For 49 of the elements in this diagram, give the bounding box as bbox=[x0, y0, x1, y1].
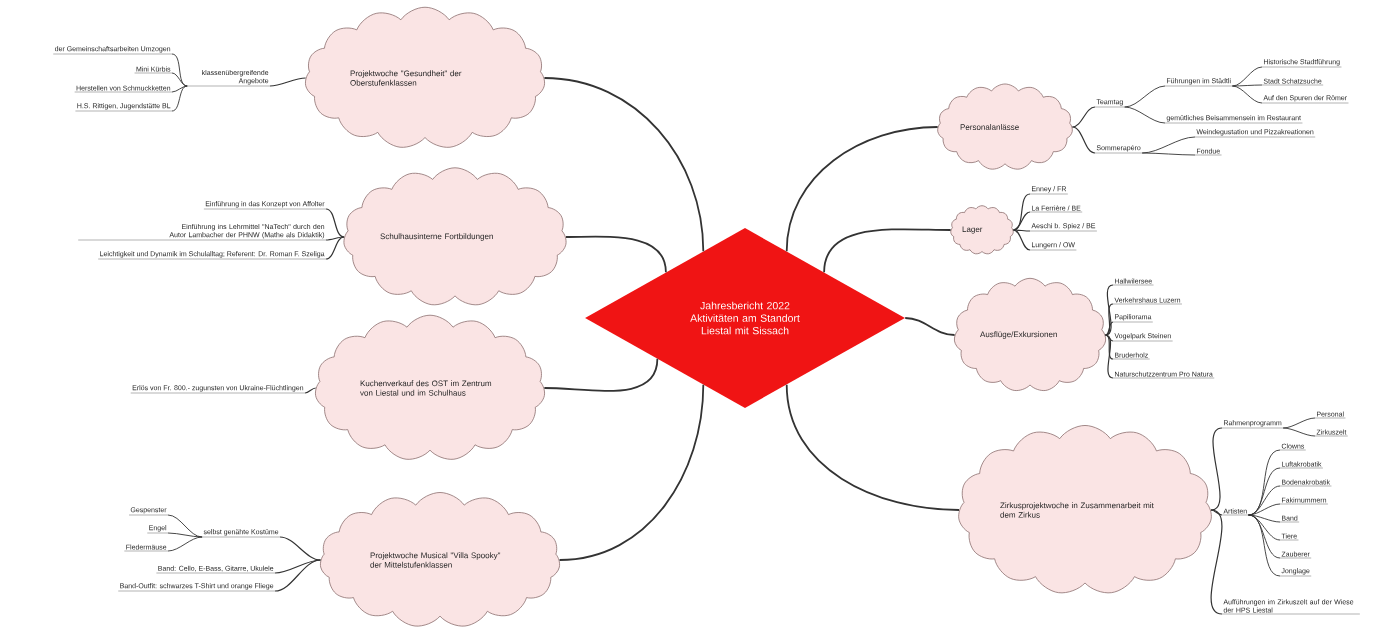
branch-line bbox=[274, 559, 322, 592]
branch-line bbox=[565, 235, 667, 274]
branch-line bbox=[1231, 84, 1263, 87]
branch-line bbox=[1104, 303, 1114, 336]
topic-cloud: Lager bbox=[950, 205, 1014, 255]
branch-line bbox=[1210, 509, 1223, 615]
topic-cloud: Kuchenverkauf des OST im Zentrum von Liestal und im Schulhaus bbox=[315, 314, 545, 460]
branch-line bbox=[167, 532, 203, 538]
branch-line bbox=[1124, 85, 1166, 108]
branch-line bbox=[1282, 427, 1316, 437]
branch-line bbox=[543, 357, 659, 392]
branch-line bbox=[325, 208, 345, 238]
branch-line bbox=[1012, 229, 1031, 232]
topic-cloud: Projektwoche Musical "Villa Spooky" der Mittelstufenklassen bbox=[320, 492, 560, 627]
topic-cloud: Projektwoche "Gesundheit" der Oberstufenklassen bbox=[305, 6, 545, 148]
branch-line bbox=[785, 383, 960, 511]
branch-line bbox=[1248, 514, 1281, 523]
branch-line bbox=[1104, 334, 1114, 379]
branch-line bbox=[1071, 126, 1096, 154]
topic-cloud: Schulhausinterne Fortbildungen bbox=[343, 167, 567, 306]
branch-line bbox=[785, 126, 939, 253]
branch-line bbox=[167, 536, 203, 552]
branch-line bbox=[269, 77, 307, 87]
branch-line bbox=[1104, 284, 1114, 336]
branch-line bbox=[279, 536, 322, 561]
branch-line bbox=[1104, 334, 1114, 360]
branch-line bbox=[1231, 85, 1263, 104]
branch-line bbox=[1248, 503, 1281, 516]
topic-cloud: Ausflüge/Exkursionen bbox=[954, 277, 1107, 391]
branch-line bbox=[171, 72, 188, 87]
branch-line bbox=[1210, 427, 1223, 511]
branch-line bbox=[904, 317, 956, 336]
branch-line bbox=[171, 85, 188, 112]
branch-line bbox=[1071, 106, 1096, 128]
branch-line bbox=[1248, 514, 1281, 577]
branch-line bbox=[558, 383, 705, 561]
branch-line bbox=[1124, 106, 1166, 124]
branch-line bbox=[325, 236, 345, 260]
topic-cloud: Zirkusprojektwoche in Zusammenarbeit mit dem Zirkus bbox=[958, 425, 1212, 594]
branch-line bbox=[823, 228, 952, 274]
branch-line bbox=[1141, 152, 1196, 156]
branch-line bbox=[1248, 514, 1281, 559]
branch-line bbox=[325, 236, 345, 241]
branch-line bbox=[1012, 229, 1031, 251]
branch-line bbox=[304, 387, 317, 394]
branch-line bbox=[1282, 417, 1316, 429]
topic-cloud: Personalanlässe bbox=[937, 83, 1073, 170]
branch-line bbox=[543, 77, 705, 253]
branch-line bbox=[1104, 321, 1114, 336]
